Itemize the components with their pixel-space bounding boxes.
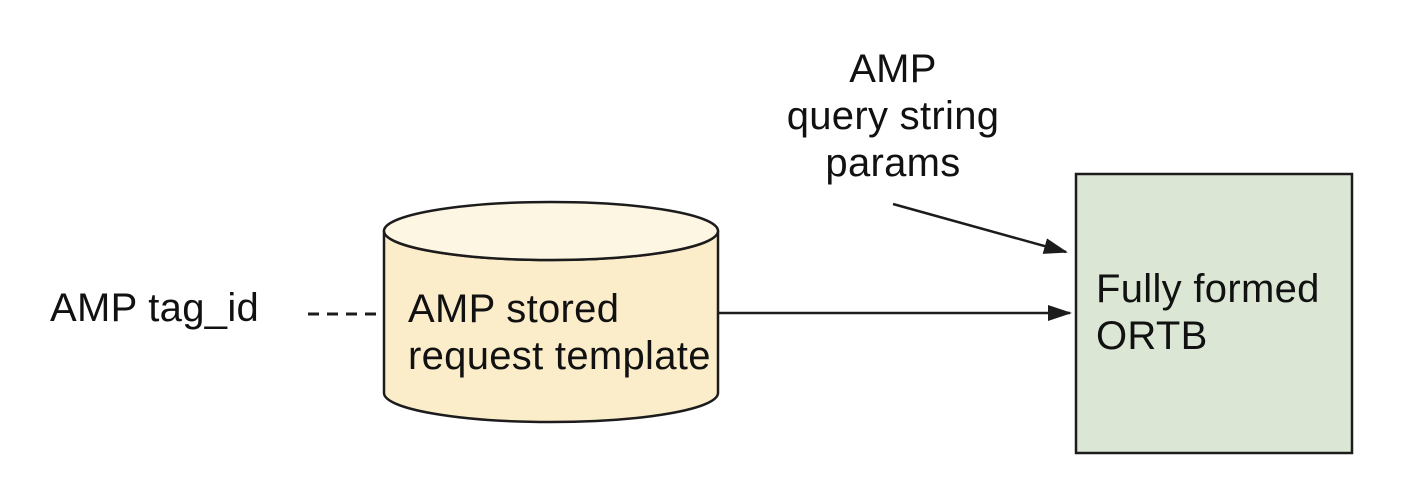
query-string-params-label: AMP query string params: [786, 47, 1000, 185]
stored-request-cylinder-node: [382, 200, 720, 424]
stored-request-template-label: AMP stored request template: [408, 287, 711, 378]
amp-tag-id-label: AMP tag_id: [50, 286, 260, 330]
edge-params-to-ortb-arrow: [892, 202, 1068, 254]
ortb-rectangle-node: [1074, 172, 1354, 455]
cylinder-top-face: [382, 200, 720, 262]
fully-formed-ortb-label: Fully formed ORTB: [1096, 267, 1320, 358]
